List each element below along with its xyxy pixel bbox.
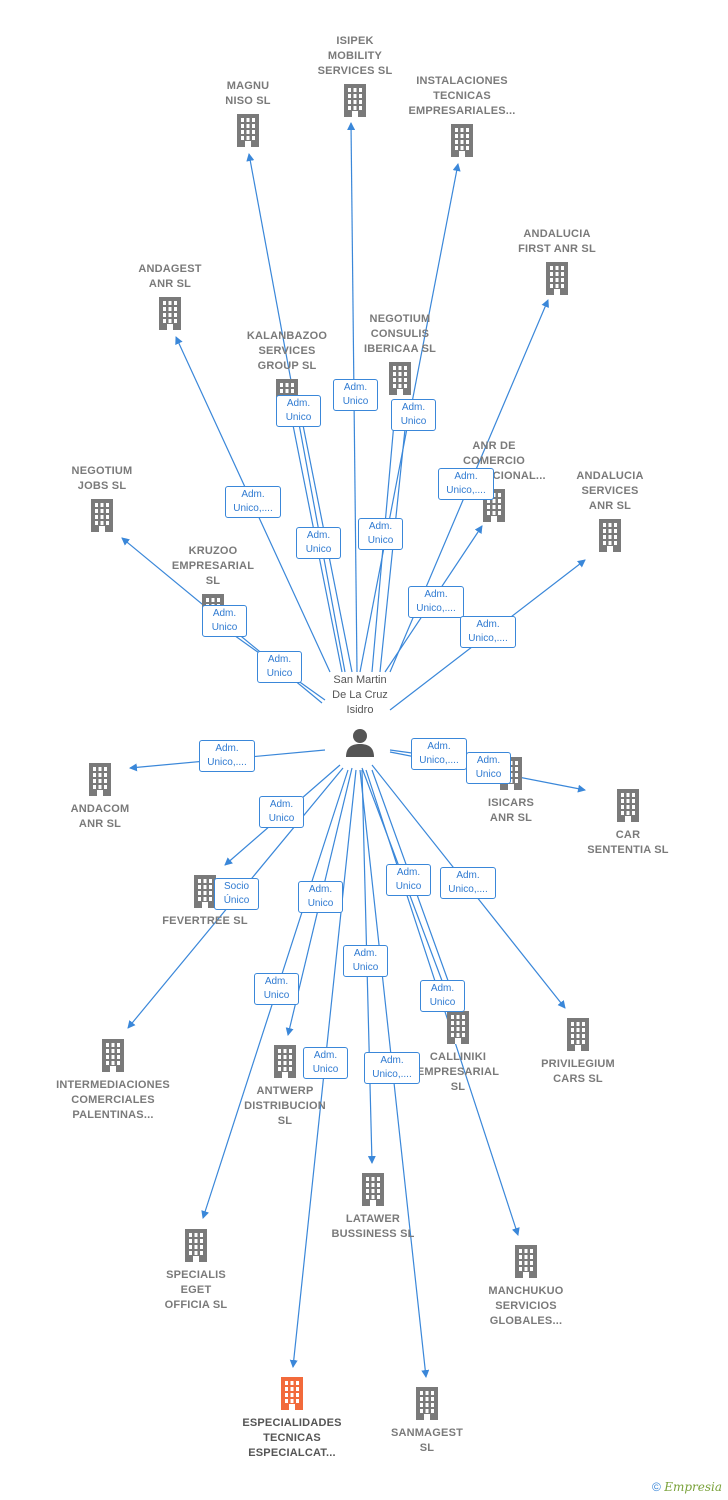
company-label: MANCHUKUO SERVICIOS GLOBALES... [488, 1285, 564, 1327]
building-icon [194, 875, 216, 908]
company-label: INSTALACIONES TECNICAS EMPRESARIALES... [408, 75, 516, 117]
building-icon [546, 262, 568, 295]
company-label: LATAWER BUSSINESS SL [331, 1213, 415, 1240]
company-node-sanmagest[interactable]: SANMAGEST SL [352, 1386, 502, 1456]
building-icon [91, 499, 113, 532]
building-icon [617, 789, 639, 822]
role-badge-kruzoo[interactable]: Adm. Unico [202, 605, 247, 637]
company-node-specialis[interactable]: SPECIALIS EGET OFFICIA SL [121, 1228, 271, 1313]
role-badge-anr_comercio[interactable]: Adm. Unico,.... [438, 468, 494, 500]
role-badge-car_sententia[interactable]: Adm. Unico [466, 752, 511, 784]
role-badge-instalaciones[interactable]: Adm. Unico [358, 518, 403, 550]
company-label: PRIVILEGIUM CARS SL [541, 1058, 615, 1085]
role-badge-intermediaciones[interactable]: Socio Único [214, 878, 259, 910]
role-badge-latawer[interactable]: Adm. Unico [343, 945, 388, 977]
role-badge-calliniki[interactable]: Adm. Unico [386, 864, 431, 896]
building-icon [159, 297, 181, 330]
role-badge-specialis[interactable]: Adm. Unico [254, 973, 299, 1005]
company-label: KALANBAZOO SERVICES GROUP SL [246, 330, 328, 372]
company-label: NEGOTIUM JOBS SL [71, 465, 133, 492]
company-node-isipek[interactable]: ISIPEK MOBILITY SERVICES SL [280, 34, 430, 117]
role-badge-especialidades[interactable]: Adm. Unico [303, 1047, 348, 1079]
role-badge-manchukuo[interactable]: Adm. Unico [420, 980, 465, 1012]
company-node-privilegium[interactable]: PRIVILEGIUM CARS SL [503, 1017, 653, 1087]
company-label: MAGNU NISO SL [225, 80, 271, 107]
company-label: ANDAGEST ANR SL [138, 263, 202, 290]
company-node-instalaciones[interactable]: INSTALACIONES TECNICAS EMPRESARIALES... [387, 74, 537, 157]
company-label: KRUZOO EMPRESARIAL SL [171, 545, 255, 587]
company-node-andagest[interactable]: ANDAGEST ANR SL [95, 262, 245, 330]
building-icon [185, 1229, 207, 1262]
role-badge-antwerp[interactable]: Adm. Unico [298, 881, 343, 913]
building-icon [389, 362, 411, 395]
company-node-kalanbazoo[interactable]: KALANBAZOO SERVICES GROUP SL [212, 329, 362, 412]
building-icon [416, 1387, 438, 1420]
company-node-antwerp[interactable]: ANTWERP DISTRIBUCION SL [210, 1044, 360, 1129]
company-node-intermediaciones[interactable]: INTERMEDIACIONES COMERCIALES PALENTINAS.… [38, 1038, 188, 1123]
company-node-especialidades[interactable]: ESPECIALIDADES TECNICAS ESPECIALCAT... [217, 1376, 367, 1461]
company-node-negotium_jobs[interactable]: NEGOTIUM JOBS SL [27, 464, 177, 532]
role-badge-isipek[interactable]: Adm. Unico [333, 379, 378, 411]
company-label: CALLINIKI EMPRESARIAL SL [416, 1051, 500, 1093]
company-label: ANDACOM ANR SL [70, 803, 130, 830]
company-label: SANMAGEST SL [390, 1427, 464, 1454]
person-icon [346, 729, 374, 757]
company-node-negotium_consulis[interactable]: NEGOTIUM CONSULIS IBERICAA SL [325, 312, 475, 395]
company-label: ANTWERP DISTRIBUCION SL [244, 1085, 326, 1127]
brand-logo[interactable]: Empresia [664, 1480, 722, 1494]
company-node-fevertree[interactable]: FEVERTREE SL [130, 874, 280, 929]
footer-credit: © Empresia [652, 1480, 722, 1494]
building-icon [447, 1011, 469, 1044]
building-icon [237, 114, 259, 147]
role-badge-kalanbazoo[interactable]: Adm. Unico [276, 395, 321, 427]
role-badge-andalucia_services[interactable]: Adm. Unico,.... [460, 616, 516, 648]
company-label: SPECIALIS EGET OFFICIA SL [164, 1269, 228, 1311]
company-label: FEVERTREE SL [162, 915, 248, 927]
company-node-latawer[interactable]: LATAWER BUSSINESS SL [298, 1172, 448, 1242]
company-label: ESPECIALIDADES TECNICAS ESPECIALCAT... [242, 1417, 342, 1459]
role-badge-magnu[interactable]: Adm. Unico [296, 527, 341, 559]
company-label: ISIPEK MOBILITY SERVICES SL [317, 35, 393, 77]
building-icon [599, 519, 621, 552]
role-badge-sanmagest[interactable]: Adm. Unico,.... [364, 1052, 420, 1084]
company-label: ANDALUCIA FIRST ANR SL [518, 228, 596, 255]
company-node-calliniki[interactable]: CALLINIKI EMPRESARIAL SL [383, 1010, 533, 1095]
role-badge-fevertree[interactable]: Adm. Unico [259, 796, 304, 828]
company-node-andalucia_first[interactable]: ANDALUCIA FIRST ANR SL [482, 227, 632, 295]
company-label: NEGOTIUM CONSULIS IBERICAA SL [363, 313, 437, 355]
role-badge-privilegium[interactable]: Adm. Unico,.... [440, 867, 496, 899]
role-badge-andalucia_first[interactable]: Adm. Unico,.... [408, 586, 464, 618]
building-icon [344, 84, 366, 117]
center-person-label: San Martin De La Cruz Isidro [332, 674, 388, 716]
company-node-magnu[interactable]: MAGNU NISO SL [173, 79, 323, 147]
building-icon [567, 1018, 589, 1051]
building-icon [102, 1039, 124, 1072]
company-node-car_sententia[interactable]: CAR SENTENTIA SL [553, 788, 703, 858]
building-icon [281, 1377, 303, 1410]
company-label: CAR SENTENTIA SL [587, 829, 669, 856]
building-icon [451, 124, 473, 157]
building-icon [362, 1173, 384, 1206]
center-person[interactable]: San Martin De La Cruz Isidro [305, 673, 415, 758]
company-label: ISICARS ANR SL [487, 797, 535, 824]
building-icon [89, 763, 111, 796]
building-icon [515, 1245, 537, 1278]
role-badge-andagest[interactable]: Adm. Unico,.... [225, 486, 281, 518]
role-badge-andacom[interactable]: Adm. Unico,.... [199, 740, 255, 772]
role-badge-negotium_consulis[interactable]: Adm. Unico [391, 399, 436, 431]
company-label: ANDALUCIA SERVICES ANR SL [576, 470, 644, 512]
company-label: INTERMEDIACIONES COMERCIALES PALENTINAS.… [56, 1079, 170, 1121]
building-icon [274, 1045, 296, 1078]
role-badge-isicars[interactable]: Adm. Unico,.... [411, 738, 467, 770]
company-node-andalucia_services[interactable]: ANDALUCIA SERVICES ANR SL [535, 469, 685, 552]
role-badge-negotium_jobs[interactable]: Adm. Unico [257, 651, 302, 683]
company-node-andacom[interactable]: ANDACOM ANR SL [25, 762, 175, 832]
company-node-manchukuo[interactable]: MANCHUKUO SERVICIOS GLOBALES... [451, 1244, 601, 1329]
copyright-symbol: © [652, 1480, 661, 1494]
